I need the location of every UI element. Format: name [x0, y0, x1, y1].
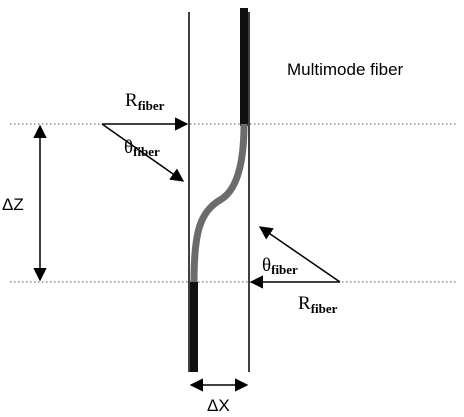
lower-r-fiber-label: Rfiber [298, 293, 338, 316]
upper-r-fiber-label: Rfiber [125, 90, 165, 113]
upper-fiber-segment [240, 8, 248, 126]
upper-theta-fiber-label: θfiber [124, 137, 160, 159]
lower-fiber-segment [190, 282, 198, 372]
upper-theta-arrow [101, 123, 185, 182]
diagram-title: Multimode fiber [287, 60, 404, 79]
lower-theta-fiber-label: θfiber [262, 255, 298, 277]
delta-x-label: ΔX [207, 396, 230, 415]
fiber-transition-curve [190, 123, 248, 283]
delta-z-label: ΔZ [2, 195, 24, 214]
lower-theta-arrow [258, 226, 341, 283]
